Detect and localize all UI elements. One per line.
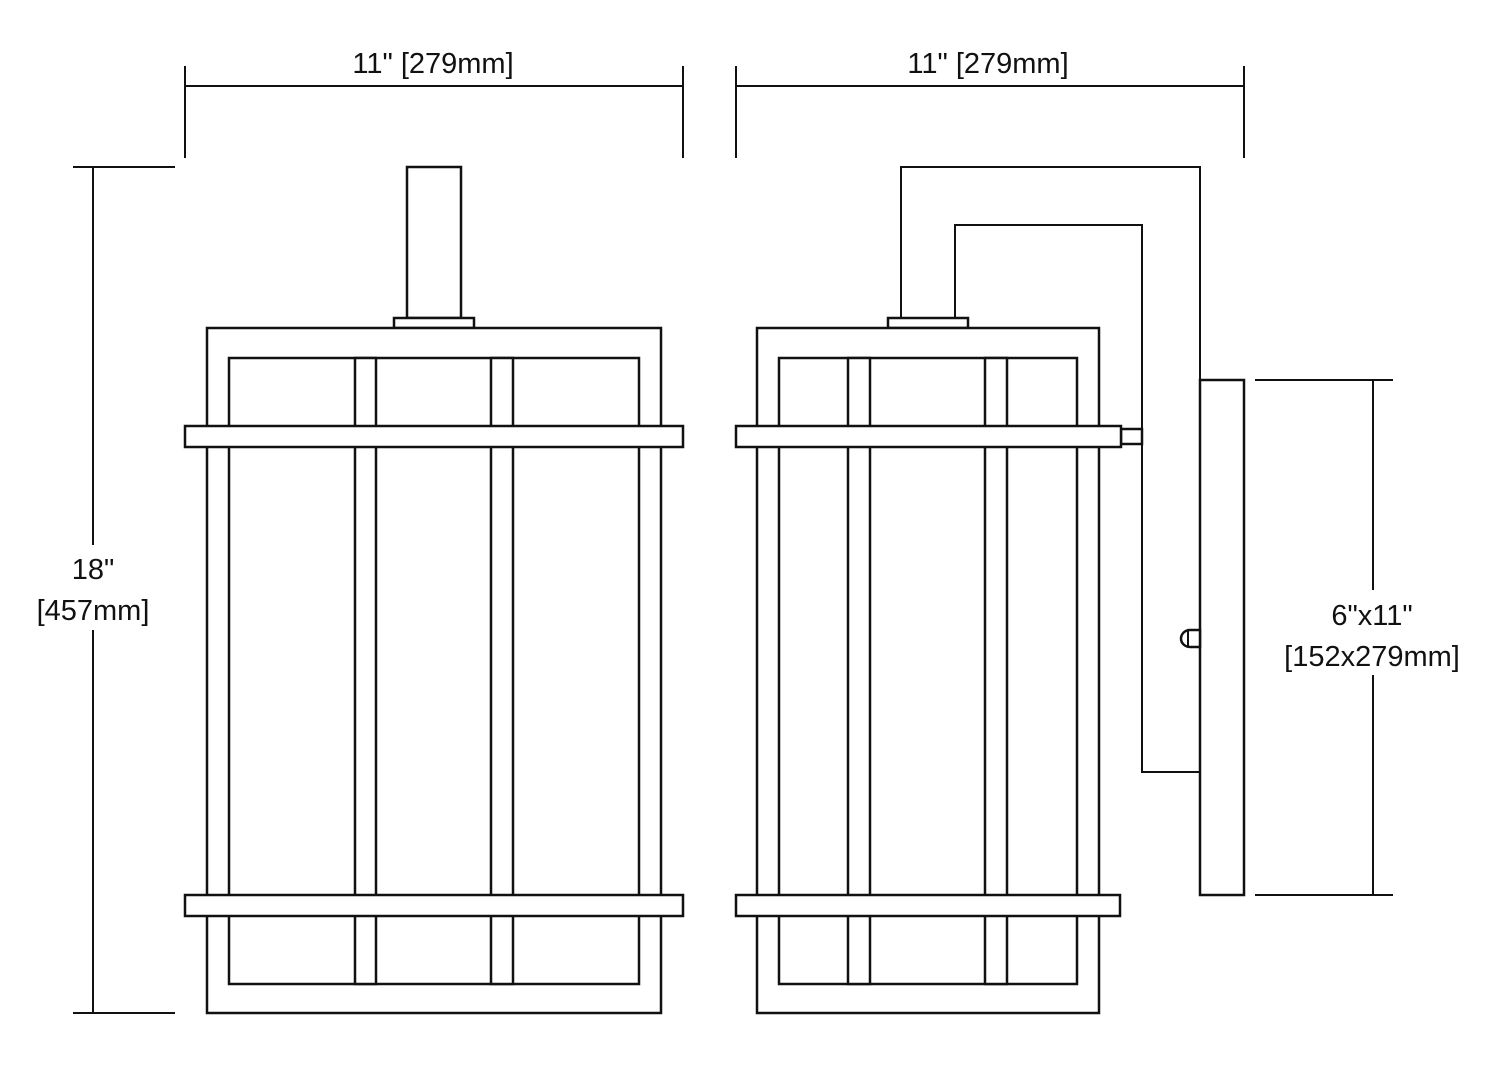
side-width-dimension: 11" [279mm] bbox=[735, 48, 1245, 158]
front-view bbox=[183, 165, 685, 1015]
backplate-inches-label: 6"x11" bbox=[1331, 600, 1412, 632]
backplate-dimension: 6"x11" [152x279mm] bbox=[1255, 379, 1478, 896]
front-width-dimension: 11" [279mm] bbox=[184, 48, 684, 158]
front-width-label: 11" [279mm] bbox=[352, 48, 513, 80]
height-inches-label: 18" bbox=[72, 554, 115, 586]
height-dimension: 18" [457mm] bbox=[20, 166, 175, 1014]
side-view bbox=[734, 166, 1246, 1015]
mounting-nut bbox=[1179, 628, 1202, 649]
side-width-label: 11" [279mm] bbox=[907, 48, 1068, 80]
height-mm-label: [457mm] bbox=[37, 595, 150, 627]
backplate-mm-label: [152x279mm] bbox=[1284, 641, 1460, 673]
